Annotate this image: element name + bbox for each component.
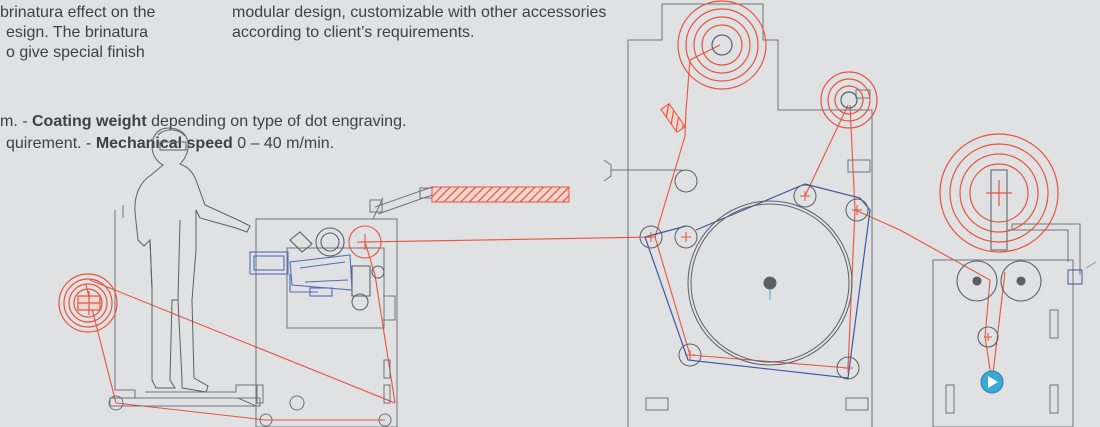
belt-path <box>644 183 871 379</box>
intro-left-line-1: brinatura effect on the <box>0 4 156 21</box>
top-reel-icon <box>677 0 878 129</box>
guide-rollers-dryer <box>639 169 869 380</box>
intro-right-line-2: according to client’s requirements. <box>232 24 475 41</box>
intro-text-left: brinatura effect on the esign. The brina… <box>0 3 155 63</box>
person-outline-icon <box>134 127 251 393</box>
drying-drum-icon <box>687 200 853 366</box>
spec-2-prefix: quirement. - <box>6 135 96 152</box>
spec-1-rest: depending on type of dot engraving. <box>146 113 407 130</box>
spec-line-1: m. - Coating weight depending on type of… <box>0 112 406 132</box>
spec-mechanical-speed-label: Mechanical speed <box>95 135 233 152</box>
rewinder-reel-icon <box>939 133 1059 253</box>
nip-rollers-icon <box>956 260 1042 348</box>
unwinder-section <box>108 205 261 411</box>
spec-1-prefix: m. - <box>0 113 32 130</box>
spec-line-2: quirement. - Mechanical speed 0 – 40 m/m… <box>6 134 334 154</box>
coating-head-blue <box>249 251 353 297</box>
valve-icon <box>980 370 1004 394</box>
intro-text-right: modular design, customizable with other … <box>232 3 606 43</box>
coating-unit <box>255 186 433 427</box>
intro-left-line-3: o give special finish <box>6 44 145 61</box>
unwinder-reel-icon <box>58 273 118 333</box>
dryer-housing <box>603 3 873 427</box>
spec-coating-weight-label: Coating weight <box>32 113 147 130</box>
rewinder-section <box>932 223 1097 427</box>
intro-right-line-1: modular design, customizable with other … <box>232 4 607 21</box>
hatched-duct-icon <box>431 186 570 203</box>
spec-2-rest: 0 – 40 m/min. <box>232 135 335 152</box>
intro-left-line-2: esign. The brinatura <box>6 24 149 41</box>
coating-roller-icon <box>289 225 385 311</box>
